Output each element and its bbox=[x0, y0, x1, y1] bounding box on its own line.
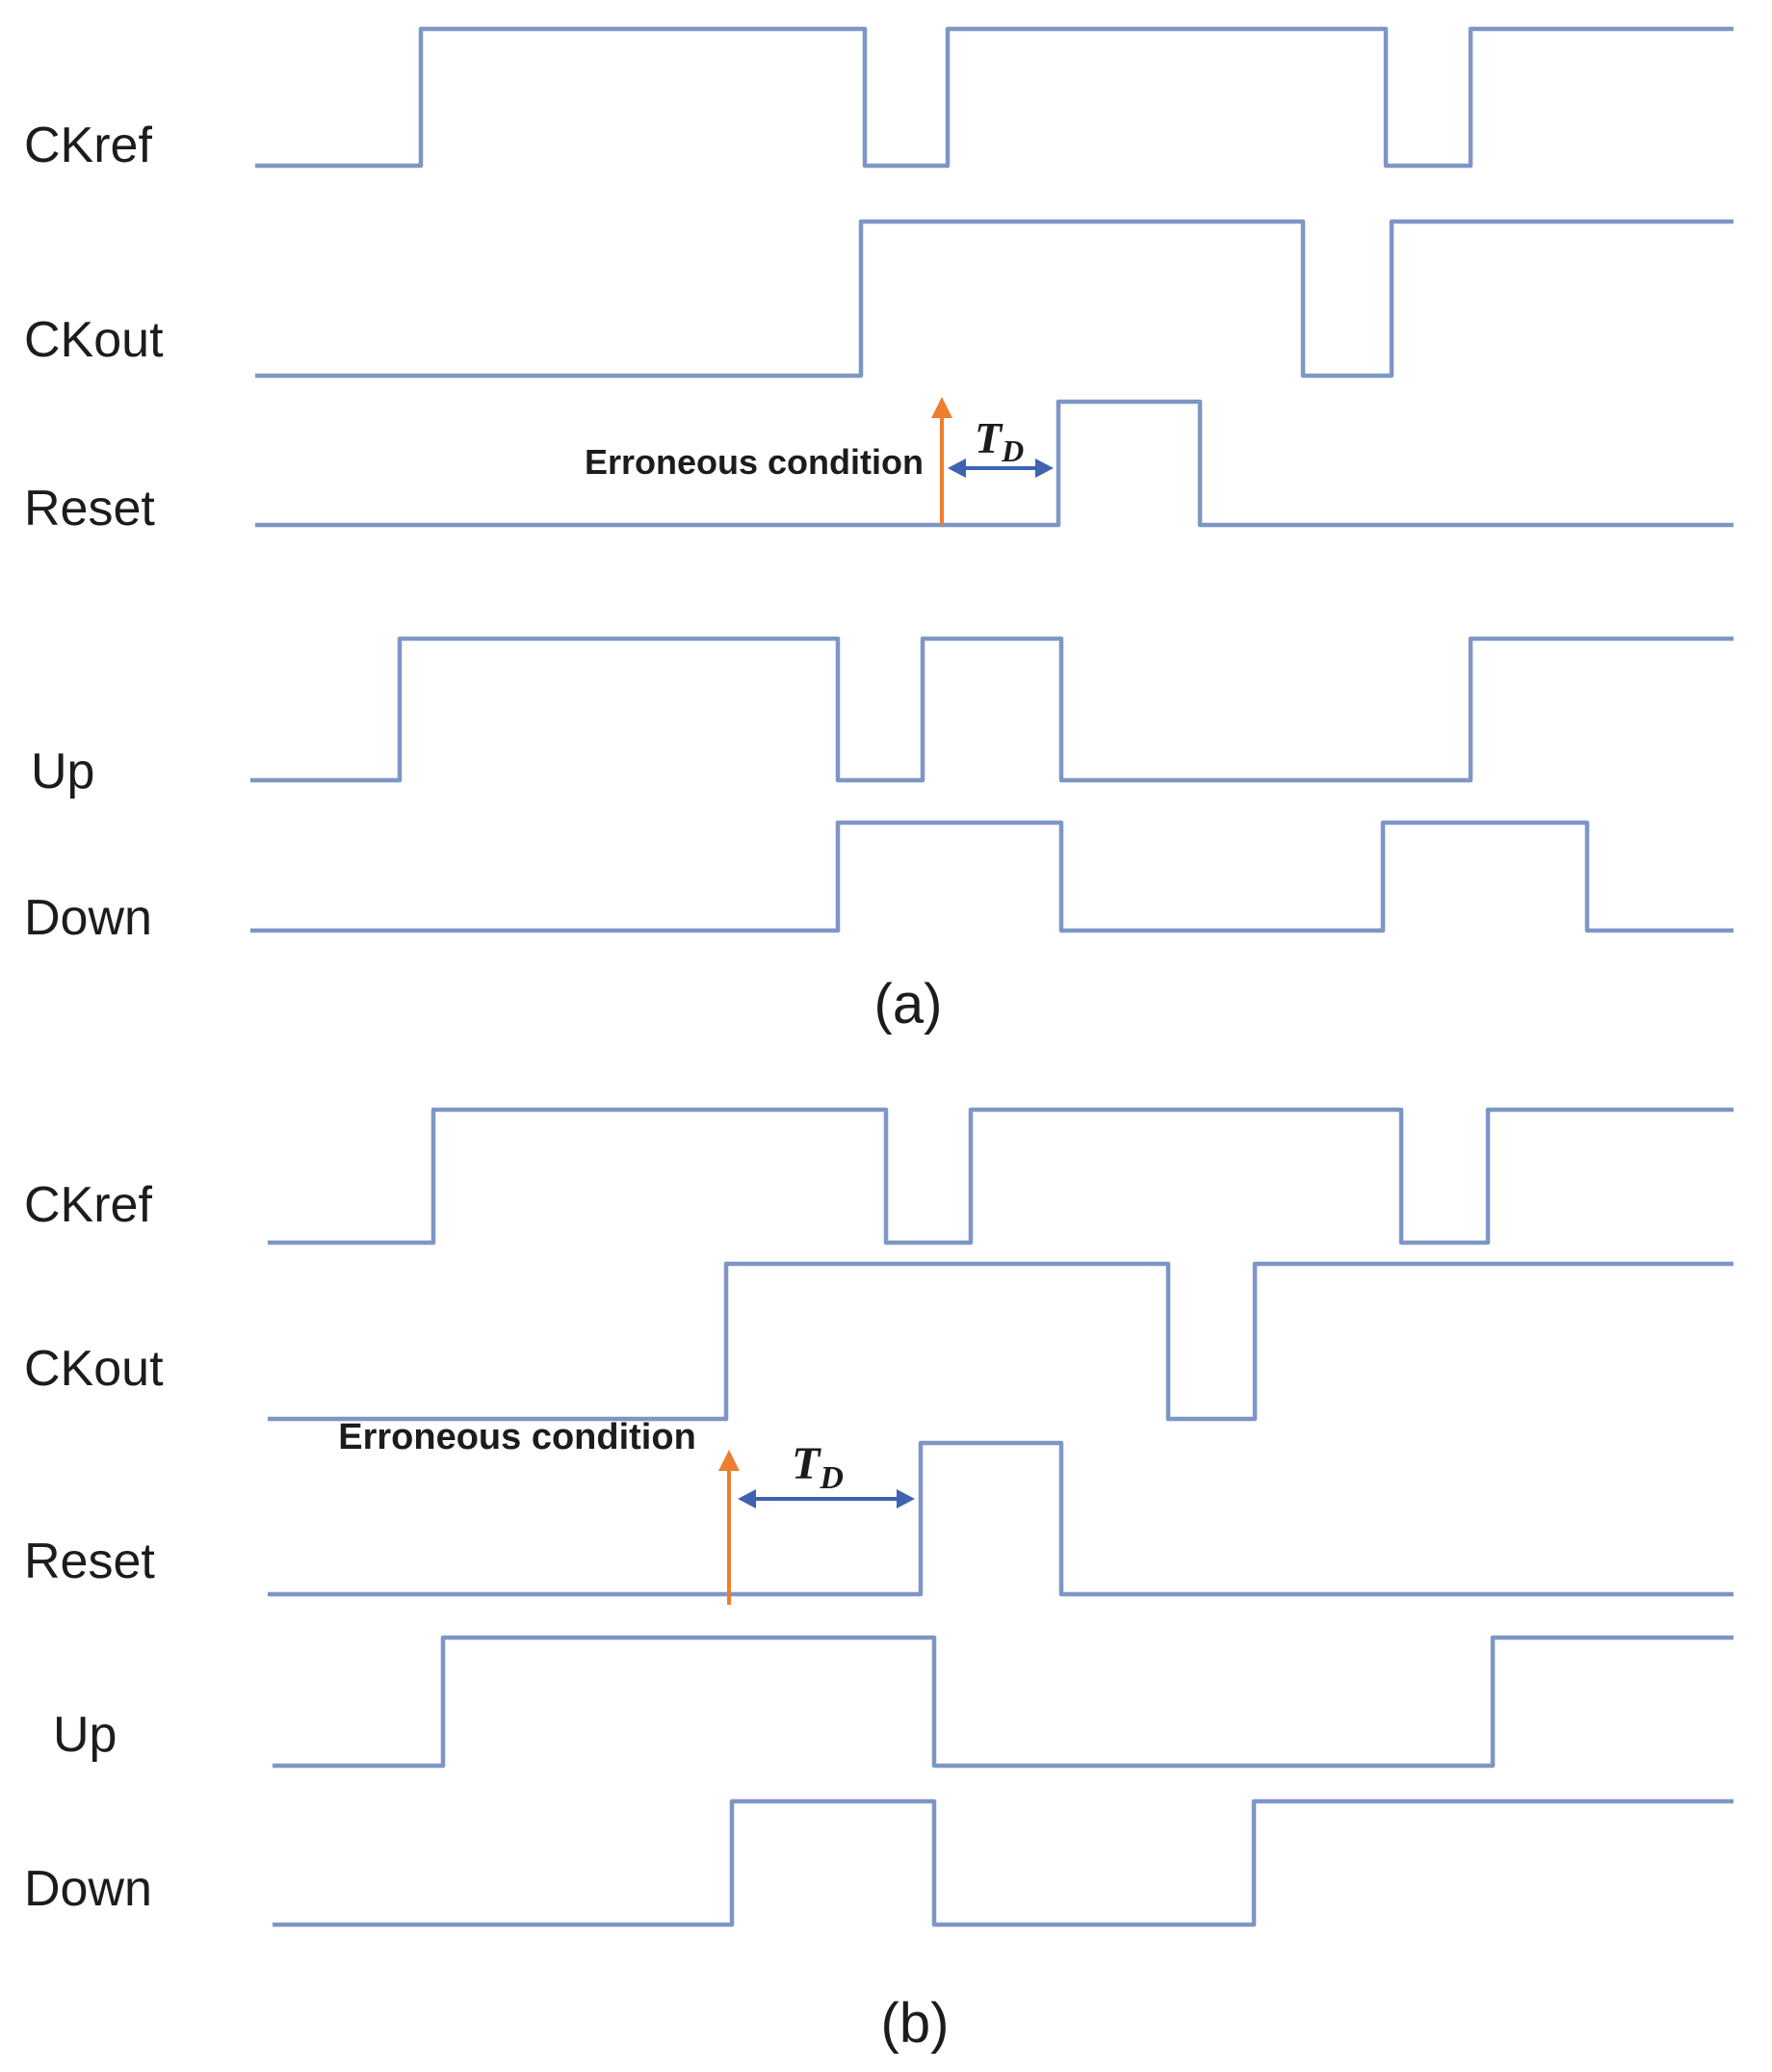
signal-label-down-a: Down bbox=[24, 890, 152, 946]
waveform-ckref-b bbox=[268, 1107, 1733, 1246]
signal-label-ckout-b: CKout bbox=[24, 1341, 164, 1397]
panel-caption-a: (a) bbox=[874, 973, 943, 1036]
delay-arrow-left-head-icon-b bbox=[738, 1489, 756, 1508]
waveform-reset-a bbox=[255, 399, 1733, 528]
waveform-ckout-b bbox=[268, 1261, 1733, 1422]
signal-label-reset-b: Reset bbox=[24, 1534, 155, 1589]
signal-label-up-a: Up bbox=[31, 744, 94, 800]
waveform-ckout-a bbox=[255, 219, 1733, 379]
waveform-reset-b bbox=[268, 1440, 1733, 1597]
event-arrow-head-icon-b bbox=[718, 1450, 740, 1471]
panel-caption-b: (b) bbox=[881, 1992, 950, 2055]
signal-label-up-b: Up bbox=[53, 1707, 117, 1763]
delay-arrow-right-head-icon-a bbox=[1035, 459, 1054, 478]
waveform-up-b bbox=[273, 1635, 1733, 1769]
waveform-down-b bbox=[273, 1798, 1733, 1928]
delay-arrow-right-head-icon-b bbox=[897, 1489, 915, 1508]
waveform-down-a bbox=[250, 820, 1733, 933]
erroneous-condition-label-a: Erroneous condition bbox=[585, 442, 924, 482]
signal-label-reset-a: Reset bbox=[24, 481, 155, 537]
event-arrow-head-icon-a bbox=[931, 397, 952, 418]
erroneous-condition-label-b: Erroneous condition bbox=[338, 1417, 696, 1457]
signal-label-ckref-b: CKref bbox=[24, 1177, 152, 1233]
delay-arrow-left-head-icon-a bbox=[948, 459, 966, 478]
signal-label-ckout-a: CKout bbox=[24, 312, 164, 368]
signal-label-ckref-a: CKref bbox=[24, 118, 152, 173]
waveform-ckref-a bbox=[255, 26, 1733, 169]
signal-label-down-b: Down bbox=[24, 1861, 152, 1917]
waveform-up-a bbox=[250, 636, 1733, 783]
